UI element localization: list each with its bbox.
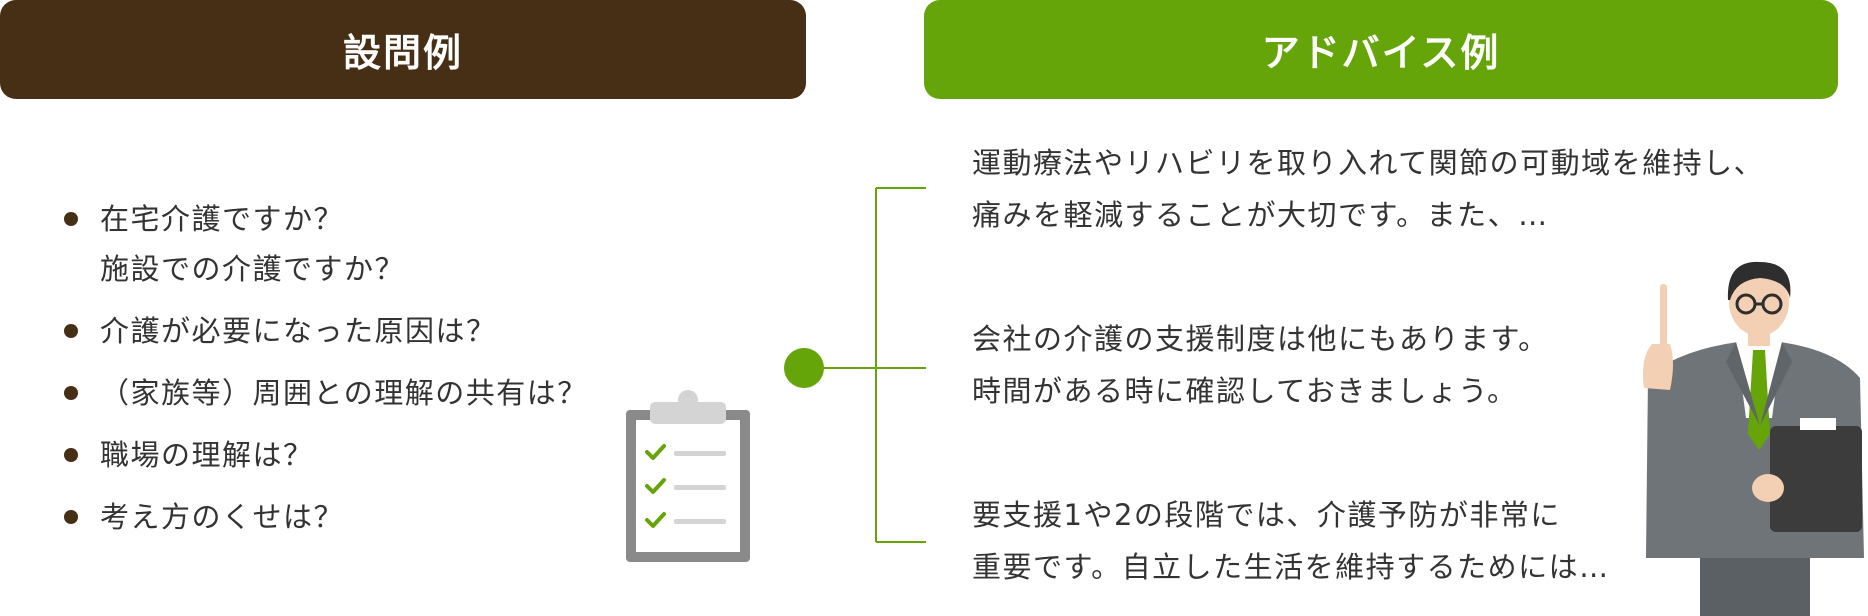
question-line: 施設での介護ですか？ [100, 252, 406, 286]
header-question-examples: 設問例 [0, 0, 806, 99]
question-line: 職場の理解は？ [100, 438, 314, 472]
bullet-icon [64, 510, 78, 524]
header-advice-examples-label: アドバイス例 [1261, 31, 1501, 75]
header-question-examples-label: 設問例 [342, 31, 463, 75]
question-item: （家族等）周囲との理解の共有は？ [60, 368, 588, 418]
question-item: 考え方のくせは？ [60, 492, 588, 542]
question-item: 介護が必要になった原因は？ [60, 306, 588, 356]
advice-item: 要支援1や2の段階では、介護予防が非常に 重要です。自立した生活を維持するために… [972, 489, 1812, 593]
header-advice-examples: アドバイス例 [924, 0, 1838, 99]
advice-line: 重要です。自立した生活を維持するためには… [972, 550, 1610, 584]
bullet-icon [64, 448, 78, 462]
question-line: 在宅介護ですか？ [100, 202, 345, 236]
bullet-icon [64, 386, 78, 400]
clipboard-checklist-icon [626, 390, 750, 562]
advice-line: 運動療法やリハビリを取り入れて関節の可動域を維持し、 [972, 146, 1765, 180]
advice-item: 会社の介護の支援制度は他にもあります。 時間がある時に確認しておきましょう。 [972, 313, 1812, 417]
connector-bracket [784, 187, 926, 543]
bullet-icon [64, 212, 78, 226]
question-line: 考え方のくせは？ [100, 500, 345, 534]
question-line: （家族等）周囲との理解の共有は？ [100, 376, 588, 410]
advice-line: 痛みを軽減することが大切です。また、… [972, 198, 1549, 232]
bullet-icon [64, 324, 78, 338]
question-list: 在宅介護ですか？ 施設での介護ですか？ 介護が必要になった原因は？ （家族等）周… [60, 194, 588, 554]
advice-line: 会社の介護の支援制度は他にもあります。 [972, 322, 1549, 356]
question-line: 介護が必要になった原因は？ [100, 314, 497, 348]
question-item: 職場の理解は？ [60, 430, 588, 480]
presenter-person-icon [1643, 261, 1864, 616]
advice-item: 運動療法やリハビリを取り入れて関節の可動域を維持し、 痛みを軽減することが大切で… [972, 137, 1812, 241]
advice-line: 要支援1や2の段階では、介護予防が非常に [972, 498, 1561, 532]
advice-line: 時間がある時に確認しておきましょう。 [972, 374, 1518, 408]
question-item: 在宅介護ですか？ 施設での介護ですか？ [60, 194, 588, 294]
